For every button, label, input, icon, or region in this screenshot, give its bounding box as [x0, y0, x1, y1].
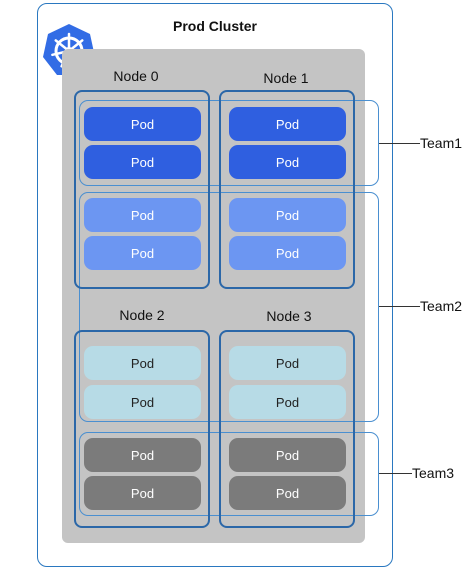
node-2 — [74, 330, 210, 528]
pod: Pod — [229, 438, 346, 472]
pod: Pod — [229, 476, 346, 510]
pod: Pod — [229, 145, 346, 179]
cluster-title: Prod Cluster — [172, 18, 257, 34]
node-3 — [219, 330, 355, 528]
pod: Pod — [84, 236, 201, 270]
team3-label: Team3 — [412, 465, 455, 481]
pod: Pod — [229, 385, 346, 419]
team3-frame — [79, 432, 379, 516]
pod: Pod — [84, 438, 201, 472]
node-0 — [74, 90, 210, 289]
pod: Pod — [84, 107, 201, 141]
team1-label: Team1 — [420, 135, 463, 151]
pod: Pod — [84, 346, 201, 380]
pod: Pod — [84, 476, 201, 510]
team2-label: Team2 — [420, 298, 463, 314]
team2-connector — [379, 306, 420, 307]
node-2-label: Node 2 — [119, 307, 165, 323]
node-1 — [219, 90, 355, 289]
team1-frame — [79, 100, 379, 186]
node-3-label: Node 3 — [266, 308, 312, 324]
team3-connector — [379, 473, 412, 474]
pod: Pod — [229, 198, 346, 232]
pod: Pod — [84, 385, 201, 419]
pod: Pod — [229, 107, 346, 141]
pod: Pod — [84, 198, 201, 232]
pod: Pod — [84, 145, 201, 179]
team1-connector — [379, 143, 420, 144]
node-0-label: Node 0 — [113, 68, 159, 84]
pod: Pod — [229, 236, 346, 270]
node-1-label: Node 1 — [263, 70, 309, 86]
team2-frame — [79, 192, 379, 422]
pod: Pod — [229, 346, 346, 380]
